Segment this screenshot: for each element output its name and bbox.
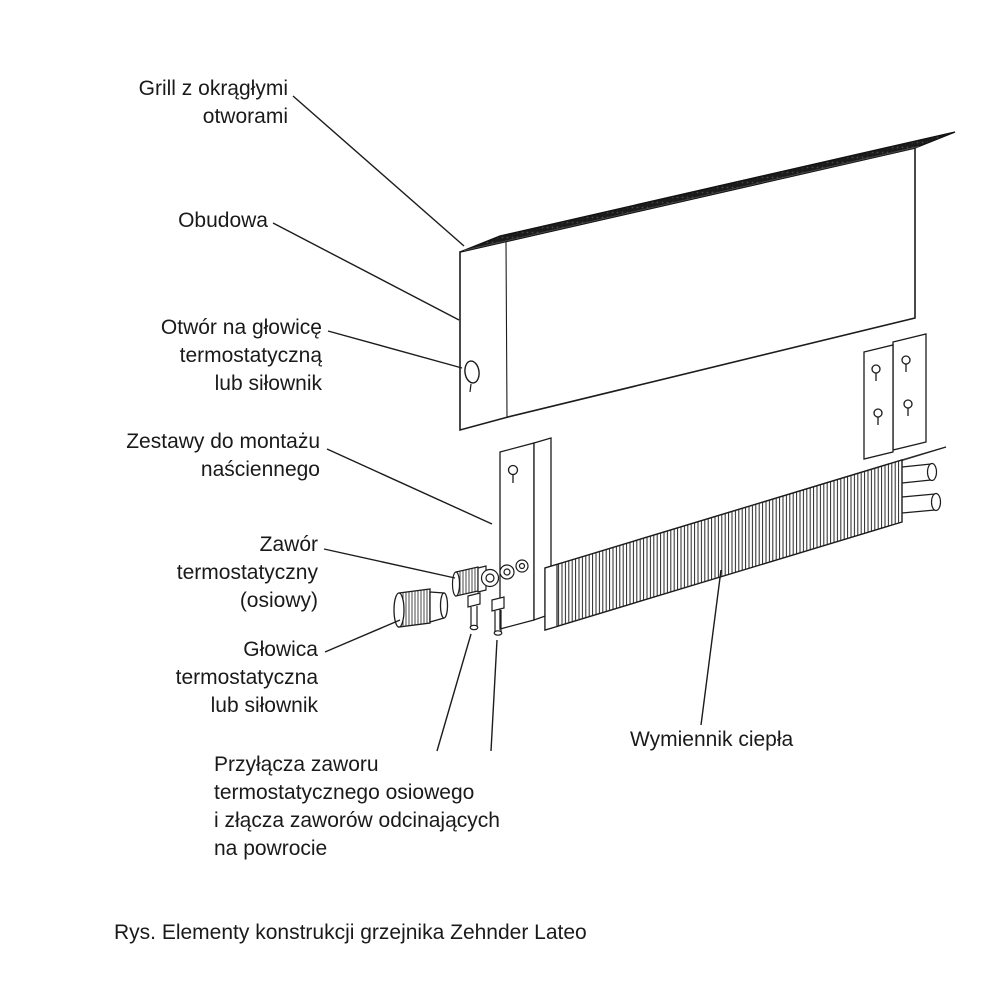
- leader-glowica: [324, 619, 401, 653]
- casing: [459, 131, 956, 432]
- label-otwor-na-glowice: Otwór na głowicę termostatyczną lub siło…: [160, 316, 322, 395]
- label-zestawy-montazowe: Zestawy do montażu naściennego: [126, 430, 320, 481]
- wall-brackets-right: [863, 333, 927, 460]
- label-grill: Grill z okrągłymi otworami: [138, 77, 288, 128]
- leader-wymiennik: [700, 569, 722, 726]
- heat-exchanger-fins: [544, 459, 903, 631]
- leader-obudowa: [272, 222, 460, 321]
- label-glowica-termostatyczna: Głowica termostatyczna lub siłownik: [175, 638, 318, 717]
- leader-zestawy: [326, 448, 493, 525]
- label-przylacza: Przyłącza zaworu termostatycznego osiowe…: [214, 753, 500, 860]
- label-obudowa: Obudowa: [178, 209, 268, 232]
- leader-przylacza-1: [436, 633, 472, 752]
- wall-bracket-right-rear: [892, 333, 927, 451]
- label-wymiennik-ciepla: Wymiennik ciepła: [630, 728, 794, 751]
- grill-top: [459, 131, 956, 253]
- leader-zawor: [323, 548, 456, 579]
- leader-grill: [292, 95, 465, 247]
- wall-bracket-right-front: [863, 344, 894, 460]
- figure-caption: Rys. Elementy konstrukcji grzejnika Zehn…: [114, 921, 587, 944]
- valve-drop-pipes: [467, 592, 505, 636]
- wall-bracket-left: [499, 437, 552, 630]
- thermostatic-valve: [451, 559, 529, 636]
- leader-lines: [272, 95, 722, 752]
- thermostat-hole: [464, 360, 480, 393]
- thermostatic-head: [393, 588, 449, 628]
- leader-przylacza-2: [490, 639, 498, 752]
- label-zawor-termostatyczny: Zawór termostatyczny (osiowy): [176, 533, 318, 612]
- casing-front-face: [459, 146, 916, 432]
- pipe-connections: [901, 462, 942, 514]
- heat-exchanger: [544, 446, 947, 631]
- valve-axial-stem: [451, 565, 487, 597]
- leader-otwor: [327, 330, 463, 369]
